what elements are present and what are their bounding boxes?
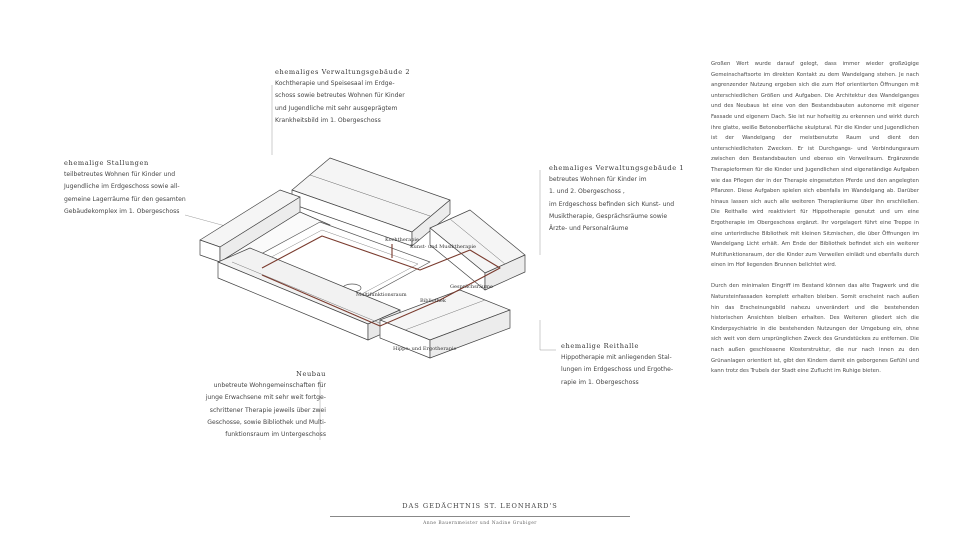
annotation-line: funktionsraum im Untergeschoss	[225, 431, 326, 439]
annotation-line: und Jugendliche mit sehr ausgeprägtem	[275, 104, 398, 112]
body-paragraph: Durch den minimalen Eingriff im Bestand …	[711, 283, 919, 375]
body-paragraph: Großen Wert wurde darauf gelegt, dass im…	[711, 61, 919, 269]
annotation-line: betreutes Wohnen für Kinder im	[549, 176, 647, 184]
annotation-heading: ehemalige Stallungen	[64, 159, 149, 167]
building-verwaltung-1	[429, 209, 526, 291]
annotation-line: im Erdgeschoss befinden sich Kunst- und	[549, 200, 675, 208]
annotation-heading: ehemaliges Verwaltungsgebäude 1	[549, 164, 685, 172]
annotation-verwaltung-1: ehemaliges Verwaltungsgebäude 1 betreute…	[549, 162, 699, 235]
label-kunst-musik: Kunst- und Musiktherapie	[410, 244, 476, 250]
label-kochtherapie: Kochtherapie	[385, 237, 419, 243]
annotation-verwaltung-2: ehemaliges Verwaltungsgebäude 2 Kochther…	[275, 66, 425, 127]
annotation-line: teilbetreutes Wohnen für Kinder und	[64, 171, 176, 179]
label-gespraech: Gesprächsräume	[450, 284, 493, 290]
annotation-stallungen: ehemalige Stallungen teilbetreutes Wohne…	[64, 157, 194, 218]
annotation-line: gemeine Lagerräume für den gesamten	[64, 195, 186, 203]
annotation-reithalle: ehemalige Reithalle Hippotherapie mit an…	[561, 340, 701, 389]
annotation-line: schoss sowie betreutes Wohnen für Kinder	[275, 92, 405, 100]
annotation-line: Musiktherapie, Gesprächsräume sowie	[549, 212, 668, 220]
annotation-line: lungen im Erdgeschoss und Ergothe-	[561, 366, 674, 374]
annotation-line: junge Erwachsene mit sehr weit fortge-	[205, 394, 326, 402]
label-multifunktion: Multifunktionsraum	[356, 292, 407, 298]
annotation-line: schrittener Therapie jeweils über zwei	[209, 406, 326, 414]
building-reithalle	[379, 289, 511, 359]
annotation-line: Jugendliche im Erdgeschoss sowie all-	[64, 183, 180, 191]
annotation-line: rapie im 1. Obergeschoss	[561, 378, 639, 386]
annotation-heading: Neubau	[296, 370, 326, 378]
annotation-line: 1. und 2. Obergeschoss ,	[549, 188, 625, 196]
footer-divider	[330, 516, 630, 517]
annotation-line: Ärzte- und Personalräume	[549, 225, 629, 233]
annotation-line: Kochtherapie und Speisesaal im Erdge-	[275, 80, 395, 88]
annotation-line: Geschosse, sowie Bibliothek und Multi-	[207, 418, 326, 426]
annotation-heading: ehemaliges Verwaltungsgebäude 2	[275, 68, 411, 76]
annotation-line: Hippotherapie mit anliegenden Stal-	[561, 354, 672, 362]
body-text-column: Großen Wert wurde darauf gelegt, dass im…	[711, 59, 919, 387]
wandelgang	[261, 235, 501, 327]
label-hippo: Hippo- und Ergotherapie	[393, 346, 456, 352]
annotation-heading: ehemalige Reithalle	[561, 342, 639, 350]
label-bibliothek: Bibliothek	[420, 298, 447, 304]
annotation-neubau: Neubau unbetreute Wohngemeinschaften für…	[190, 368, 326, 441]
annotation-line: unbetreute Wohngemeinschaften für	[213, 382, 326, 390]
footer-title: DAS GEDÄCHTNIS ST. LEONHARD'S	[402, 502, 558, 510]
annotation-line: Krankheitsbild im 1. Obergeschoss	[275, 116, 381, 124]
footer-authors: Anne Bauernmeister und Nadine Grubiger	[423, 521, 537, 526]
annotation-line: Gebäudekomplex im 1. Obergeschoss	[64, 207, 180, 215]
